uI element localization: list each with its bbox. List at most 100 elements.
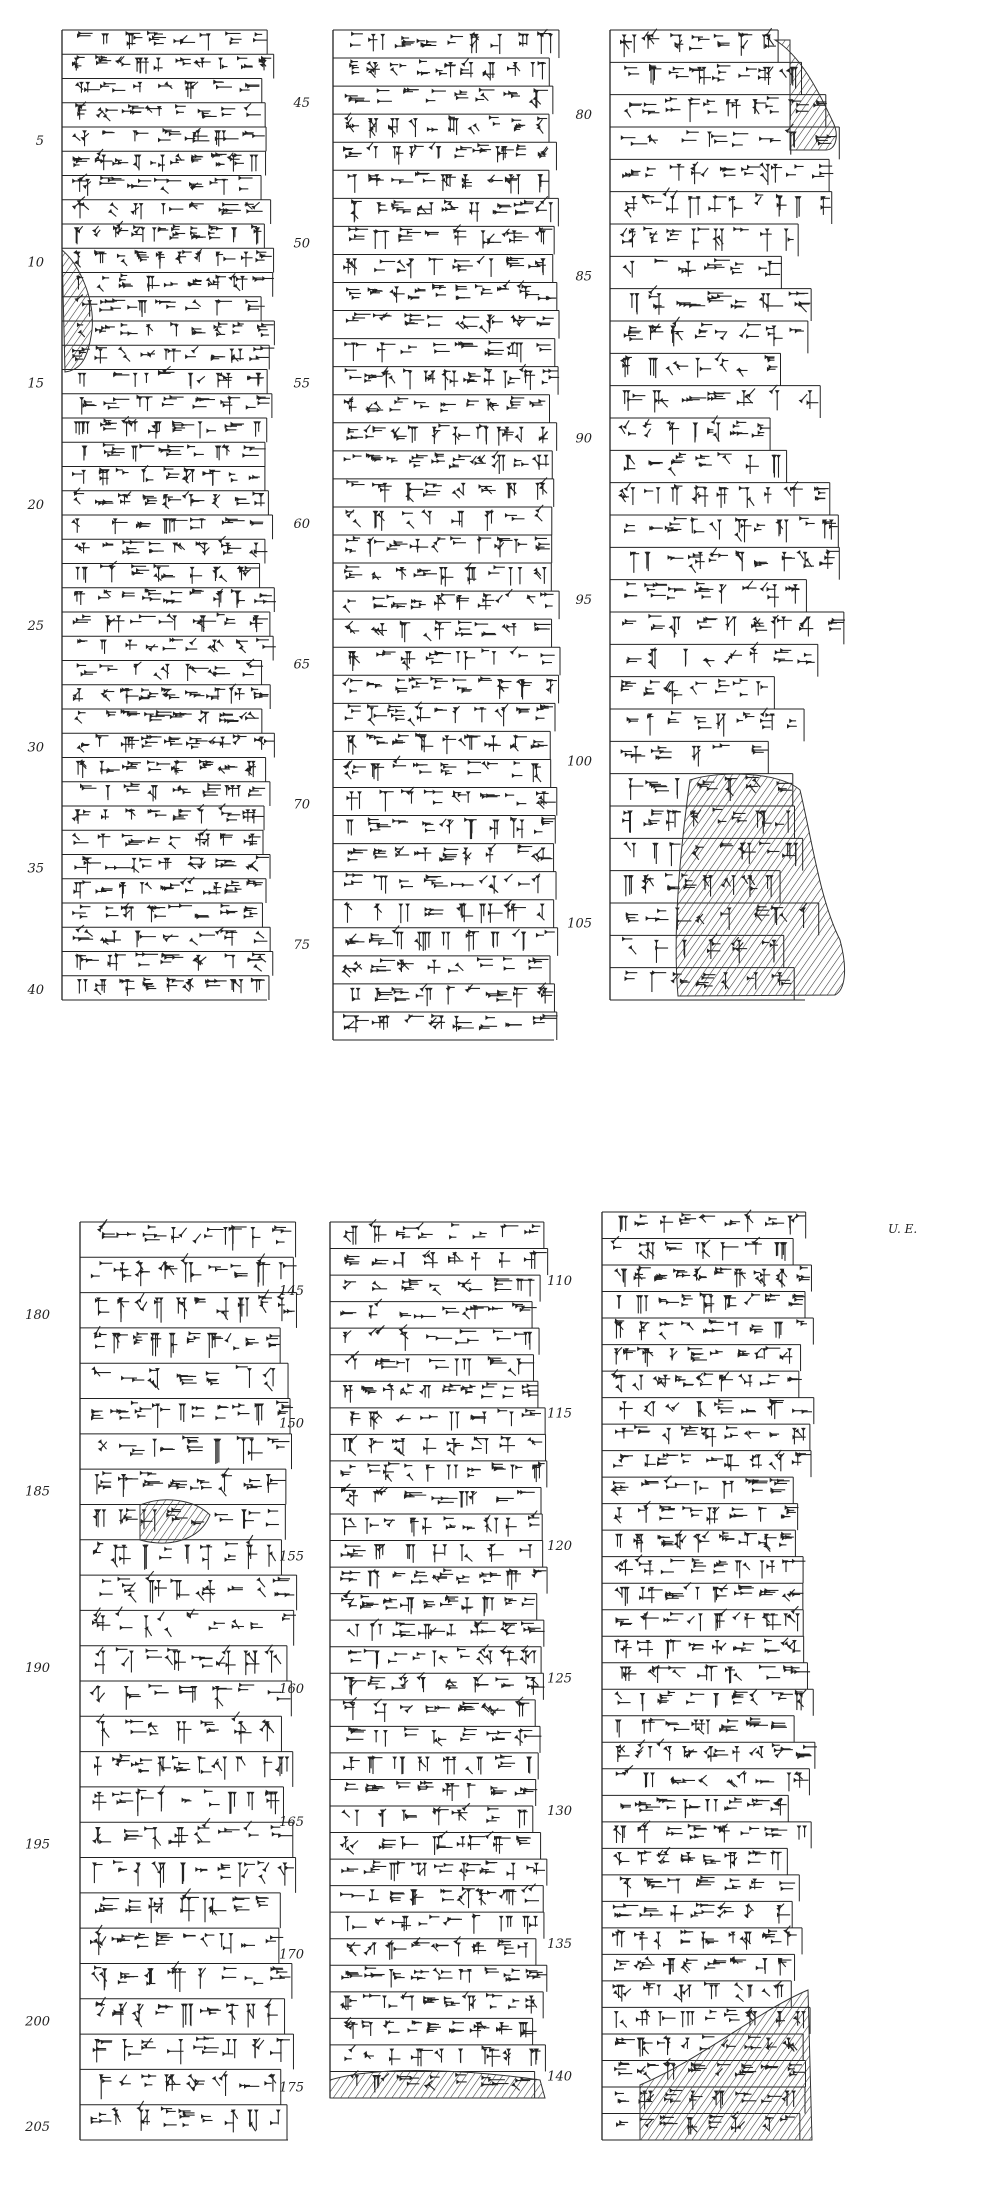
cuneiform-sign bbox=[640, 874, 655, 894]
cuneiform-sign bbox=[244, 1975, 264, 1986]
cuneiform-sign bbox=[264, 2073, 277, 2092]
cuneiform-sign bbox=[168, 1478, 188, 1490]
cuneiform-sign bbox=[630, 551, 640, 573]
cuneiform-sign bbox=[73, 249, 81, 268]
cuneiform-sign bbox=[467, 123, 480, 135]
cuneiform-sign bbox=[743, 1903, 754, 1919]
cuneiform-sign bbox=[116, 1297, 130, 1323]
cuneiform-sign bbox=[148, 541, 164, 554]
cuneiform-sign bbox=[676, 300, 706, 309]
cuneiform-sign bbox=[780, 1637, 801, 1654]
cuneiform-sign bbox=[408, 118, 418, 138]
cuneiform-sign bbox=[166, 977, 184, 992]
cuneiform-sign bbox=[743, 1292, 761, 1306]
cuneiform-sign bbox=[181, 1797, 192, 1804]
cuneiform-sign bbox=[213, 79, 232, 90]
cuneiform-sign bbox=[510, 734, 527, 752]
cuneiform-sign bbox=[200, 1544, 213, 1570]
cuneiform-sign bbox=[191, 1654, 213, 1669]
cuneiform-sign bbox=[631, 1374, 644, 1391]
cuneiform-sign bbox=[270, 1824, 293, 1839]
cuneiform-sign bbox=[224, 1332, 240, 1351]
cuneiform-sign bbox=[506, 395, 525, 411]
cuneiform-sign bbox=[222, 2039, 238, 2059]
cuneiform-sign bbox=[148, 1897, 164, 1924]
cuneiform-sign bbox=[224, 953, 236, 969]
damage-area-bottom-col3 bbox=[639, 1989, 813, 2141]
cuneiform-sign bbox=[452, 426, 471, 445]
cuneiform-sign bbox=[160, 952, 184, 965]
cuneiform-sign bbox=[428, 256, 444, 276]
cuneiform-sign bbox=[209, 177, 229, 195]
cuneiform-sign bbox=[445, 1678, 458, 1691]
cuneiform-sign bbox=[757, 66, 774, 85]
cuneiform-sign bbox=[645, 779, 670, 794]
cuneiform-sign bbox=[413, 1313, 436, 1319]
cuneiform-sign bbox=[72, 924, 94, 942]
cuneiform-sign bbox=[518, 363, 536, 390]
cuneiform-sign bbox=[530, 60, 546, 80]
cuneiform-sign bbox=[155, 2003, 174, 2016]
cuneiform-sign bbox=[193, 1817, 211, 1845]
cuneiform-sign bbox=[762, 1928, 782, 1945]
damage-area-bottom-col2 bbox=[329, 2070, 546, 2099]
text-line bbox=[90, 1960, 291, 1993]
cuneiform-sign bbox=[486, 1730, 512, 1742]
cuneiform-sign bbox=[637, 1820, 651, 1844]
cuneiform-sign bbox=[190, 517, 206, 531]
cuneiform-sign bbox=[705, 2009, 717, 2021]
cuneiform-sign bbox=[190, 225, 206, 240]
cuneiform-sign bbox=[72, 173, 92, 196]
cuneiform-sign bbox=[771, 1690, 793, 1701]
cuneiform-sign bbox=[226, 152, 244, 172]
cuneiform-sign bbox=[525, 1995, 538, 2014]
cuneiform-sign bbox=[153, 563, 176, 582]
cuneiform-sign bbox=[728, 1321, 739, 1336]
cuneiform-sign bbox=[388, 1860, 406, 1882]
cuneiform-sign bbox=[411, 1936, 430, 1948]
cuneiform-sign bbox=[521, 1408, 541, 1418]
cuneiform-sign bbox=[673, 1268, 691, 1279]
cuneiform-sign bbox=[668, 616, 681, 638]
cuneiform-sign bbox=[492, 202, 512, 215]
text-line bbox=[75, 759, 257, 779]
text-line bbox=[622, 613, 845, 639]
cuneiform-sign bbox=[719, 166, 736, 178]
cuneiform-sign bbox=[345, 509, 362, 528]
cuneiform-sign bbox=[372, 229, 390, 250]
text-line bbox=[613, 1265, 811, 1288]
cuneiform-sign bbox=[151, 226, 169, 242]
cuneiform-sign bbox=[432, 283, 447, 298]
cuneiform-sign bbox=[257, 1860, 270, 1885]
text-line bbox=[91, 1859, 294, 1888]
cuneiform-sign bbox=[247, 372, 264, 387]
text-line bbox=[350, 195, 554, 223]
cuneiform-sign bbox=[428, 141, 442, 159]
cuneiform-sign bbox=[157, 365, 175, 376]
text-line bbox=[346, 1618, 545, 1641]
cuneiform-sign bbox=[135, 521, 151, 529]
cuneiform-sign bbox=[438, 566, 454, 587]
cuneiform-sign bbox=[540, 591, 554, 609]
cuneiform-sign bbox=[232, 321, 244, 335]
cuneiform-sign bbox=[398, 227, 422, 243]
cuneiform-sign bbox=[517, 1809, 528, 1829]
cuneiform-sign bbox=[515, 1277, 535, 1297]
cuneiform-sign bbox=[495, 588, 513, 604]
cuneiform-sign bbox=[696, 1401, 707, 1418]
cuneiform-sign bbox=[250, 977, 265, 993]
cuneiform-sign bbox=[221, 516, 245, 525]
cuneiform-sign bbox=[410, 598, 426, 610]
cuneiform-sign bbox=[610, 1480, 629, 1496]
cuneiform-sign bbox=[370, 623, 388, 637]
text-line bbox=[94, 1644, 282, 1676]
cuneiform-sign bbox=[131, 224, 146, 243]
cuneiform-sign bbox=[77, 638, 88, 644]
text-line bbox=[74, 588, 276, 608]
cuneiform-sign bbox=[372, 482, 392, 503]
text-line bbox=[347, 171, 549, 195]
cuneiform-sign bbox=[391, 1915, 412, 1932]
cuneiform-sign bbox=[712, 228, 725, 251]
cuneiform-sign bbox=[171, 759, 187, 775]
cuneiform-sign bbox=[111, 1332, 128, 1354]
